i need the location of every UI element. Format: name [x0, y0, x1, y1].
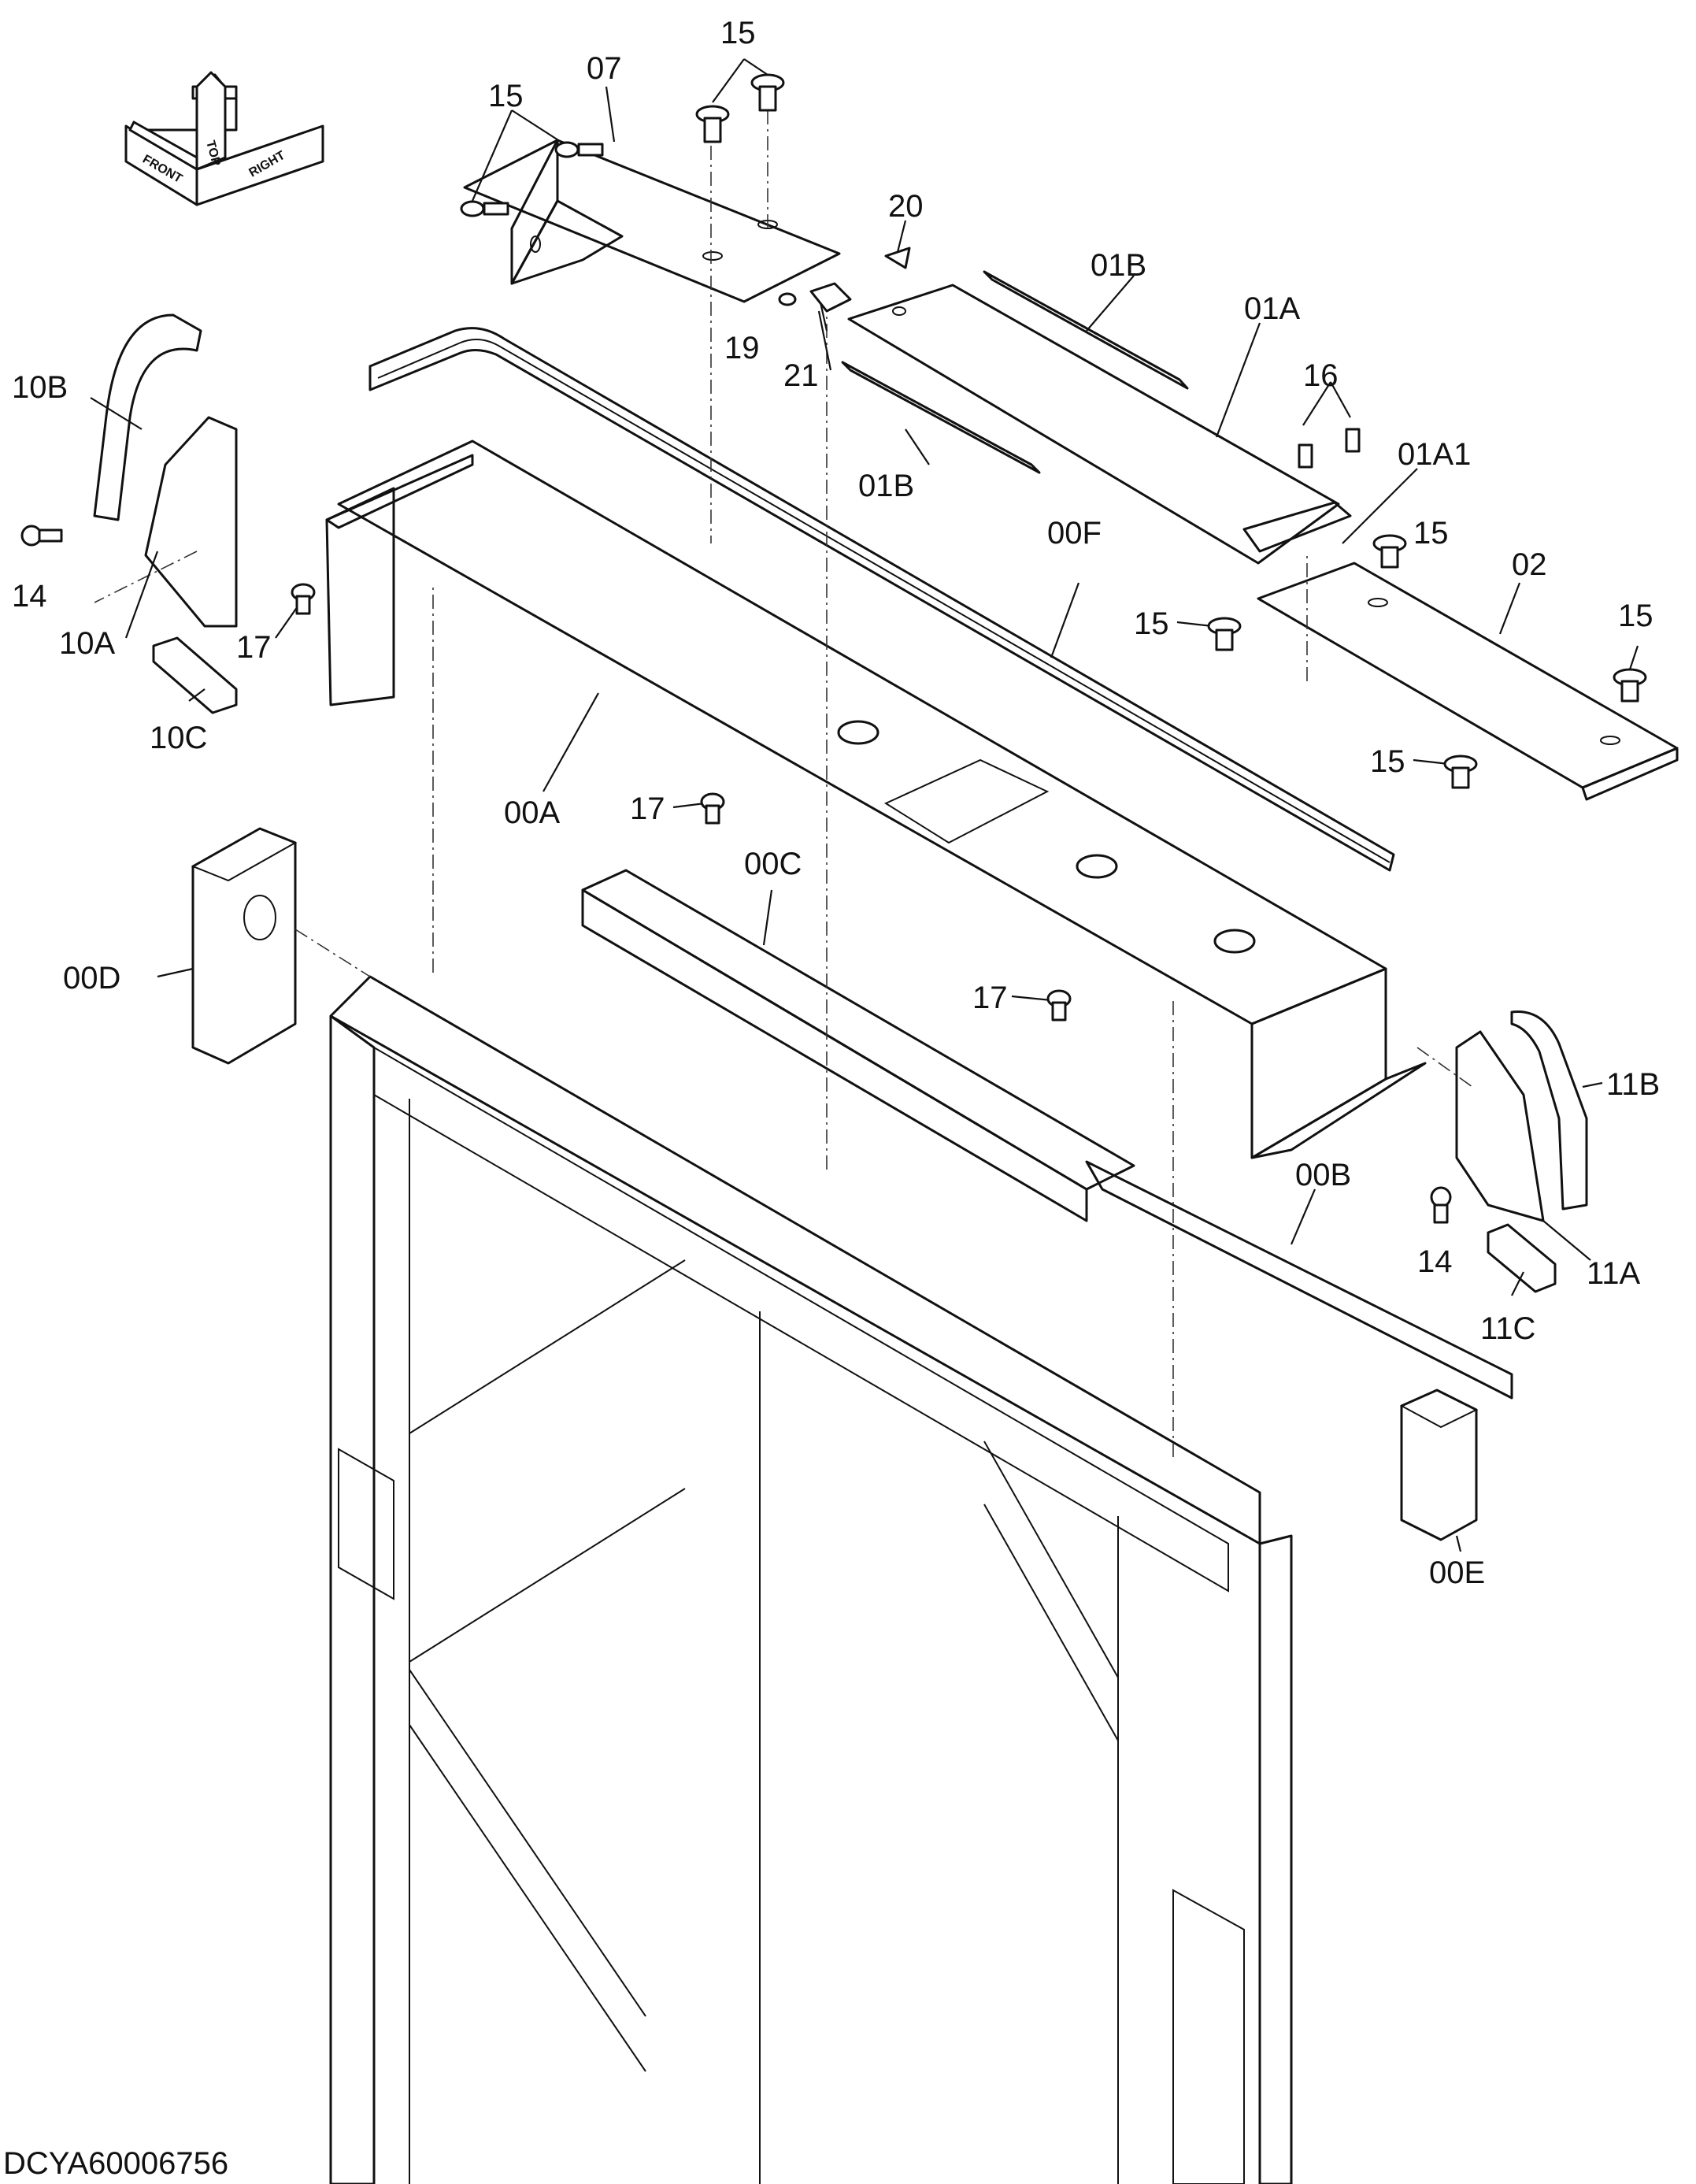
part-10C-seal — [152, 636, 238, 714]
callout-15: 15 — [1134, 606, 1169, 641]
callout-00A: 00A — [504, 795, 560, 830]
part-00D-block — [191, 827, 298, 1065]
callout-00C: 00C — [744, 847, 802, 881]
leader-lines — [90, 58, 1639, 1552]
callout-17: 17 — [630, 792, 665, 826]
callout-00F: 00F — [1047, 516, 1102, 551]
bolt-15-b — [554, 141, 604, 158]
bolt-15-d — [750, 73, 785, 112]
part-02-cover — [1257, 562, 1679, 801]
bolt-15-e — [1372, 534, 1407, 569]
callout-00E: 00E — [1429, 1555, 1485, 1590]
bolt-16-a — [1298, 443, 1313, 469]
callout-11A: 11A — [1587, 1256, 1641, 1291]
part-00B-bar — [1085, 1160, 1513, 1400]
callout-15: 15 — [1370, 744, 1405, 779]
bolt-14-a — [20, 525, 63, 547]
callout-15: 15 — [720, 16, 756, 50]
callout-15: 15 — [1618, 599, 1653, 633]
callout-01A: 01A — [1244, 291, 1300, 326]
bolt-15-a — [460, 200, 509, 217]
bolt-16-b — [1345, 428, 1361, 453]
bolt-15-h — [1443, 755, 1478, 789]
callout-14: 14 — [12, 579, 47, 614]
part-11B-seal — [1510, 1010, 1588, 1211]
callout-10C: 10C — [150, 721, 207, 755]
part-00C-bar — [581, 869, 1135, 1222]
callout-02: 02 — [1512, 547, 1547, 582]
part-00E-block — [1399, 1389, 1479, 1541]
part-11C-seal — [1487, 1223, 1557, 1293]
part-10B-seal — [93, 313, 202, 521]
callout-01B: 01B — [858, 469, 914, 503]
callout-21: 21 — [783, 358, 819, 393]
callout-20: 20 — [888, 189, 924, 224]
callout-00B: 00B — [1295, 1158, 1351, 1192]
callout-17: 17 — [972, 981, 1008, 1015]
bolt-17-c — [1046, 989, 1072, 1022]
callout-01B: 01B — [1091, 248, 1146, 283]
part-00F-seal-strip — [368, 327, 1395, 872]
callout-00D: 00D — [63, 961, 120, 996]
callout-14: 14 — [1417, 1244, 1453, 1279]
part-01A-cover — [847, 284, 1352, 565]
part-01B-seal-bottom — [841, 361, 1041, 474]
fasteners — [20, 73, 1647, 1224]
callout-11C: 11C — [1480, 1311, 1535, 1346]
part-01B-seal-top — [983, 270, 1189, 390]
callout-17: 17 — [236, 630, 272, 665]
bolt-15-g — [1613, 668, 1647, 703]
part-07-bracket — [463, 139, 841, 303]
bolt-15-c — [695, 105, 730, 143]
part-00A-shroud — [325, 439, 1427, 1159]
radiator-frame — [329, 975, 1293, 2184]
bolt-17-a — [291, 583, 316, 615]
bolt-14-b — [1430, 1186, 1452, 1224]
callout-15: 15 — [1413, 516, 1449, 551]
part-11A-plate — [1455, 1030, 1545, 1222]
callout-01A1: 01A1 — [1398, 437, 1471, 472]
alignment-lines — [94, 110, 1473, 1457]
washer-19 — [778, 292, 797, 306]
pin-20 — [884, 247, 911, 269]
callout-16: 16 — [1303, 358, 1339, 393]
callout-10B: 10B — [12, 370, 68, 405]
drawing-code: DCYA60006756 — [3, 2146, 228, 2181]
callout-10A: 10A — [59, 626, 115, 661]
callout-19: 19 — [724, 331, 760, 365]
orientation-symbol: TOP FRONT RIGHT — [124, 71, 324, 206]
bolt-15-f — [1207, 617, 1242, 651]
callout-15: 15 — [488, 79, 524, 113]
callout-07: 07 — [587, 51, 622, 86]
callout-labels: 15 15 07 20 01B 01A 16 01A1 15 19 21 01B… — [12, 16, 1660, 1590]
part-10A-plate — [144, 416, 238, 628]
bolt-17-b — [700, 792, 725, 825]
clip-21 — [809, 282, 852, 313]
callout-11B: 11B — [1606, 1067, 1660, 1102]
